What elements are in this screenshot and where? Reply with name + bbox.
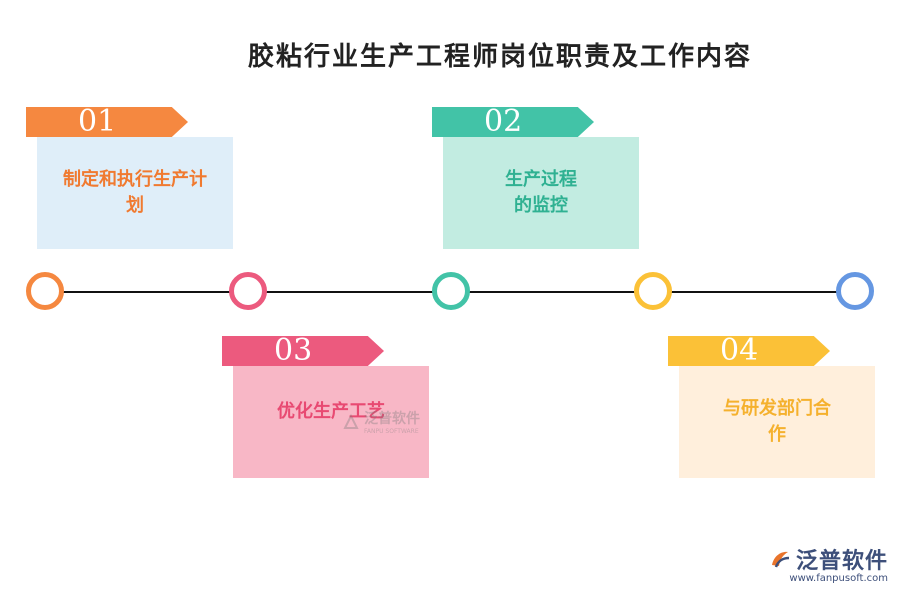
step-text: 制定和执行生产计划 bbox=[63, 169, 207, 216]
step-card-04: 与研发部门合作 bbox=[679, 366, 875, 478]
timeline-dot-4 bbox=[634, 272, 672, 310]
step-tag-02: 02 bbox=[432, 107, 594, 137]
timeline-dot-5 bbox=[836, 272, 874, 310]
step-number: 02 bbox=[484, 104, 523, 139]
step-number: 01 bbox=[78, 104, 117, 139]
page-title: 胶粘行业生产工程师岗位职责及工作内容 bbox=[247, 42, 752, 72]
step-tag-01: 01 bbox=[26, 107, 188, 137]
timeline-dot-2 bbox=[229, 272, 267, 310]
step-card-01: 制定和执行生产计划 bbox=[37, 137, 233, 249]
step-number: 04 bbox=[720, 333, 759, 368]
step-text: 生产过程的监控 bbox=[505, 169, 577, 216]
step-text: 优化生产工艺 bbox=[277, 401, 385, 422]
watermark-text: 泛普软件 bbox=[364, 411, 420, 427]
step-card-03: 优化生产工艺 bbox=[233, 366, 429, 478]
step-card-02: 生产过程的监控 bbox=[443, 137, 639, 249]
timeline-dot-1 bbox=[26, 272, 64, 310]
brand-logo: 泛普软件 www.fanpusoft.com bbox=[768, 543, 888, 584]
fanpu-logo-icon bbox=[771, 551, 790, 568]
fanpu-watermark-icon bbox=[343, 413, 359, 429]
timeline-dot-3 bbox=[432, 272, 470, 310]
step-number: 03 bbox=[274, 333, 313, 368]
watermark-subtext: FANPU SOFTWARE bbox=[364, 428, 419, 435]
step-text: 与研发部门合作 bbox=[723, 398, 831, 445]
step-tag-03: 03 bbox=[222, 336, 384, 366]
watermark: 泛普软件 FANPU SOFTWARE bbox=[342, 408, 420, 435]
step-tag-04: 04 bbox=[668, 336, 830, 366]
logo-url: www.fanpusoft.com bbox=[789, 573, 888, 584]
logo-text: 泛普软件 bbox=[795, 549, 888, 574]
